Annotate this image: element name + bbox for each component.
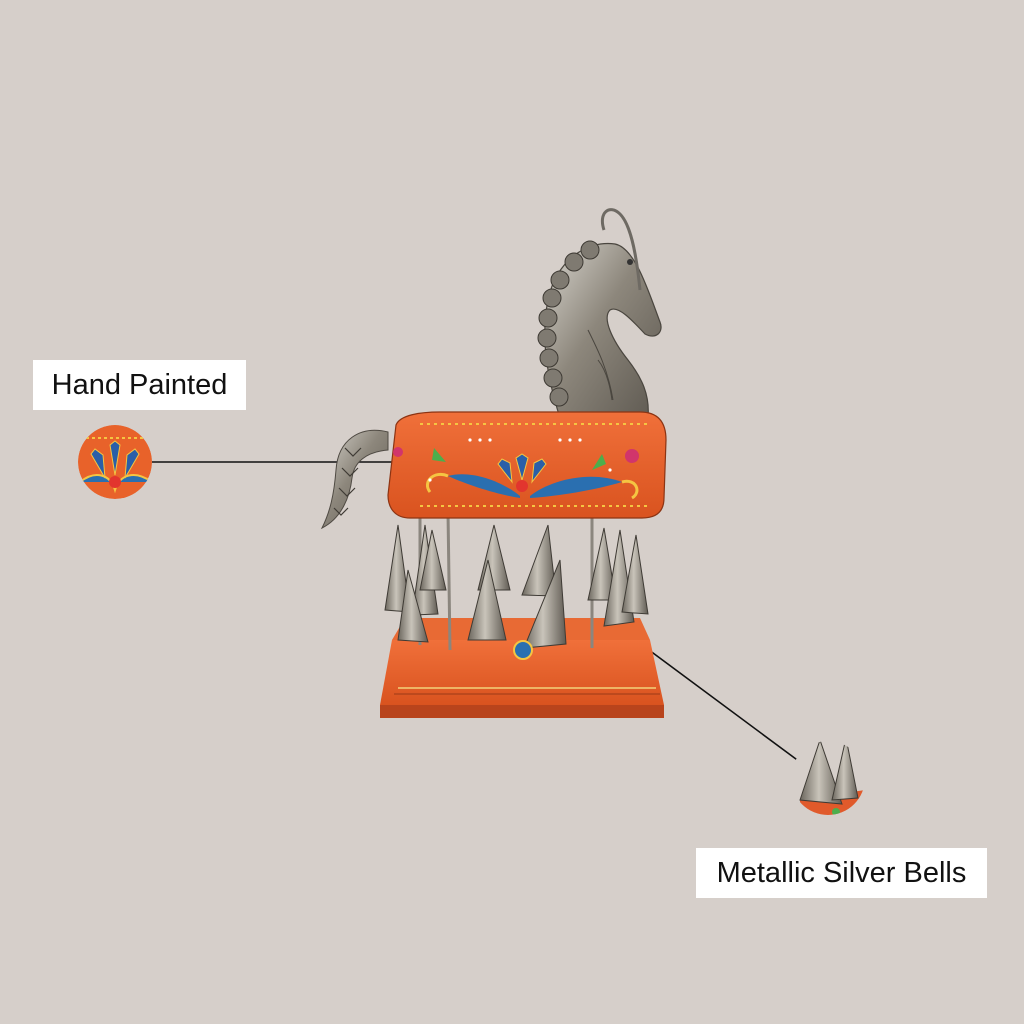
painted-body bbox=[387, 411, 667, 519]
horse-figurine-icon bbox=[320, 208, 667, 718]
metal-tail bbox=[320, 429, 389, 530]
painted-pattern-zoom-icon bbox=[78, 425, 152, 499]
wooden-base bbox=[380, 618, 664, 718]
bell-zoom-icon bbox=[791, 741, 865, 815]
metal-mane bbox=[537, 240, 600, 407]
silver-bells-callout-label: Metallic Silver Bells bbox=[696, 848, 987, 898]
hand-painted-callout-label: Hand Painted bbox=[33, 360, 246, 410]
silver-bells bbox=[384, 524, 649, 649]
